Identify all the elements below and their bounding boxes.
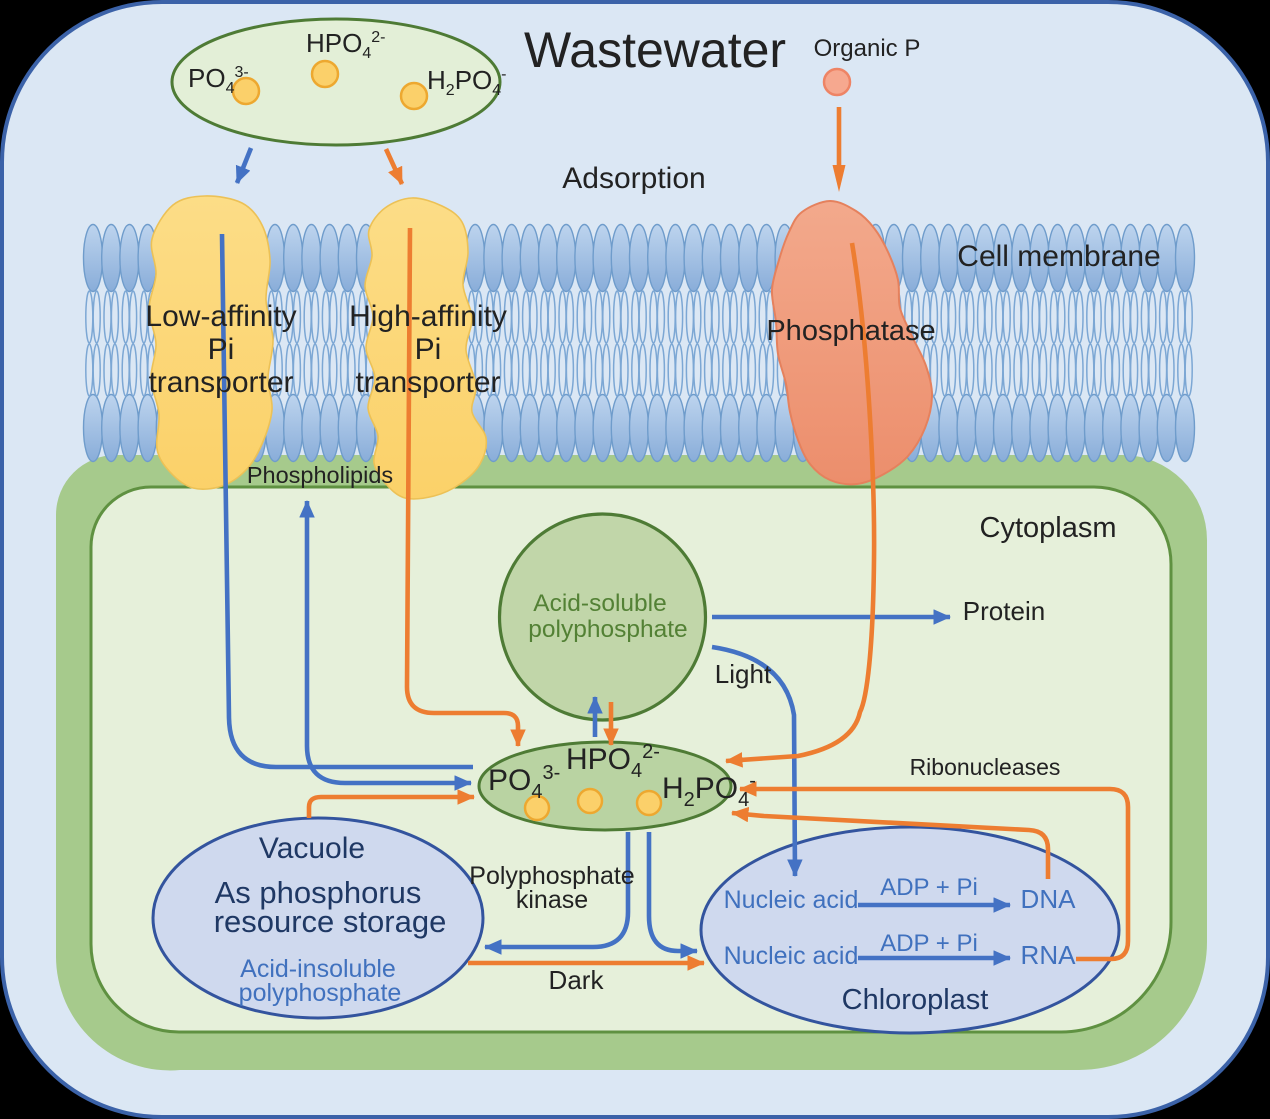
- svg-text:ADP + Pi: ADP + Pi: [880, 874, 978, 901]
- svg-text:Phospholipids: Phospholipids: [247, 462, 393, 488]
- svg-text:Protein: Protein: [963, 596, 1045, 626]
- svg-text:polyphosphate: polyphosphate: [239, 979, 402, 1007]
- svg-text:Chloroplast: Chloroplast: [842, 984, 989, 1016]
- svg-text:Phosphatase: Phosphatase: [766, 315, 935, 347]
- svg-text:Cytoplasm: Cytoplasm: [980, 512, 1117, 544]
- svg-text:Nucleic acid: Nucleic acid: [724, 886, 859, 914]
- svg-text:H2PO4-: H2PO4-: [427, 65, 507, 99]
- svg-text:Nucleic acid: Nucleic acid: [724, 942, 859, 970]
- svg-text:As phosphorus: As phosphorus: [215, 875, 422, 910]
- svg-text:Polyphosphate: Polyphosphate: [469, 862, 634, 890]
- svg-text:RNA: RNA: [1021, 940, 1077, 970]
- svg-text:Acid-soluble: Acid-soluble: [533, 590, 666, 617]
- svg-text:Pi: Pi: [415, 333, 442, 366]
- svg-text:PO43-: PO43-: [488, 762, 560, 803]
- svg-text:DNA: DNA: [1021, 884, 1077, 914]
- svg-text:polyphosphate: polyphosphate: [528, 616, 687, 643]
- svg-text:ADP + Pi: ADP + Pi: [880, 930, 978, 957]
- svg-text:kinase: kinase: [516, 886, 588, 914]
- svg-text:Pi: Pi: [208, 333, 235, 366]
- svg-text:High-affinity: High-affinity: [349, 300, 507, 333]
- svg-text:Light: Light: [715, 659, 772, 689]
- svg-text:Adsorption: Adsorption: [562, 162, 705, 195]
- svg-text:Cell membrane: Cell membrane: [957, 240, 1160, 273]
- svg-text:Vacuole: Vacuole: [259, 832, 365, 865]
- svg-text:Ribonucleases: Ribonucleases: [910, 754, 1061, 780]
- svg-text:transporter: transporter: [355, 366, 500, 399]
- svg-text:Low-affinity: Low-affinity: [145, 300, 296, 333]
- svg-text:Wastewater: Wastewater: [524, 22, 786, 78]
- svg-text:Acid-insoluble: Acid-insoluble: [240, 955, 396, 983]
- svg-text:transporter: transporter: [148, 366, 293, 399]
- svg-text:Organic P: Organic P: [814, 35, 921, 62]
- svg-text:resource storage: resource storage: [214, 904, 447, 939]
- svg-text:Dark: Dark: [549, 965, 605, 995]
